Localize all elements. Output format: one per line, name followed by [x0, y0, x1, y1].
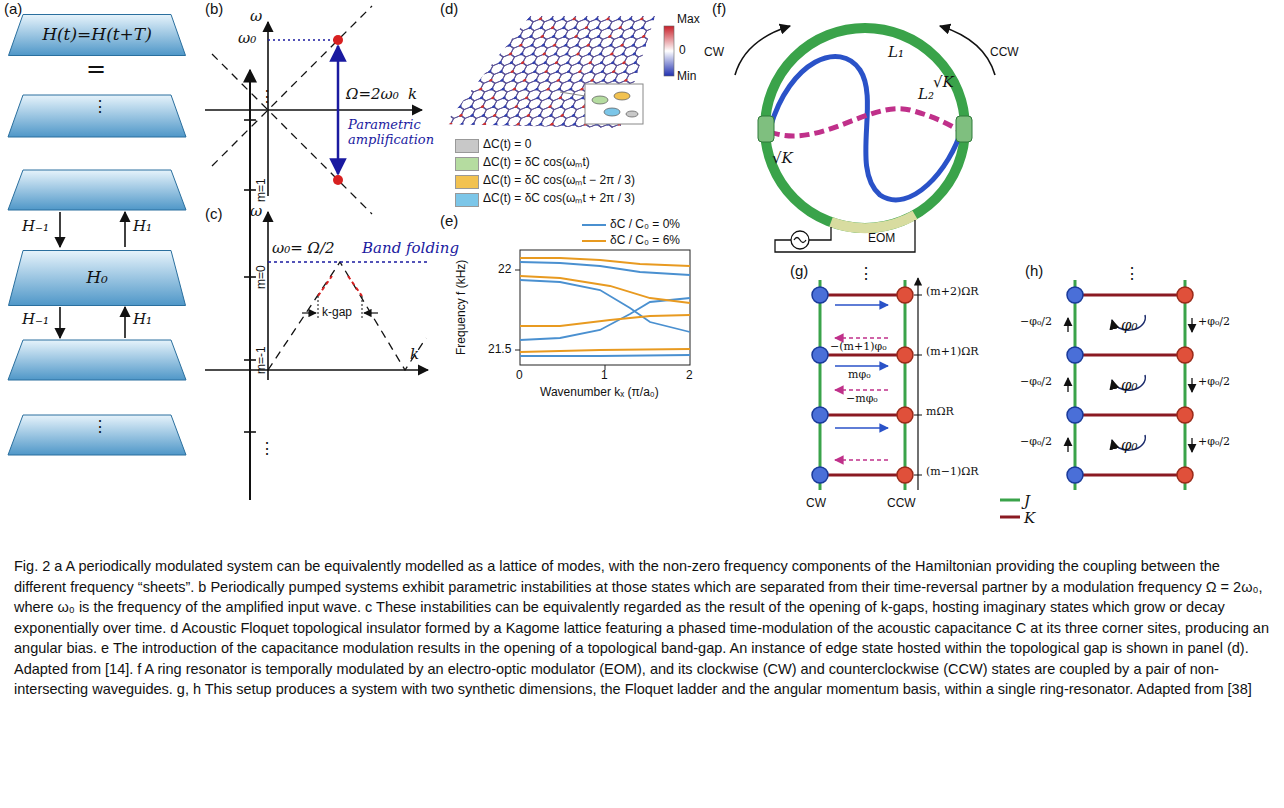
label-text: m=1	[255, 178, 269, 202]
label-text: ⋮	[92, 418, 108, 436]
panel-letter: (e)	[440, 212, 458, 229]
label-text: CCW	[990, 46, 1019, 60]
label-text: EOM	[868, 232, 895, 246]
label-text: +φ₀/2	[1198, 376, 1230, 389]
label-text: H₁	[133, 311, 152, 328]
label-text: mΩR	[926, 406, 954, 419]
legend-swatch	[455, 139, 479, 153]
label-text: Band folding	[362, 240, 459, 257]
node-text: H₀	[86, 268, 108, 288]
label-text: CW	[806, 497, 826, 511]
label-text: √K	[772, 150, 793, 167]
legend-text: δC / C₀ = 0%	[610, 218, 680, 232]
label-text: −mφ₀	[846, 393, 878, 406]
sheet-box: H₀	[8, 250, 186, 306]
label-text: 0	[679, 44, 686, 58]
label-text: ω₀= Ω/2	[272, 240, 335, 257]
label-text: H₁	[133, 218, 152, 235]
label-text: k	[410, 346, 419, 363]
label-text: Min	[677, 70, 696, 84]
legend-swatch	[455, 193, 479, 207]
panel-letter: (g)	[790, 262, 808, 279]
legend-text: J	[1024, 493, 1030, 510]
legend-text: ΔC(t) = 0	[483, 138, 531, 152]
legend-text: ΔC(t) = δC cos(ωₘt − 2π / 3)	[483, 174, 635, 188]
trapezoid-box: H(t)=H(t+T)	[8, 14, 186, 56]
panel-letter: (f)	[712, 0, 726, 17]
label-text: (m−1)ΩR	[926, 466, 979, 479]
label-text: ⋮	[1124, 265, 1140, 283]
figure-caption: Fig. 2 a A periodically modulated system…	[14, 556, 1270, 700]
label-text: 21.5	[488, 343, 511, 357]
label-text: (m+1)ΩR	[926, 346, 979, 359]
label-text: ⋮	[259, 88, 275, 106]
legend-text: δC / C₀ = 6%	[610, 234, 680, 248]
panel-letter: (a)	[4, 0, 22, 17]
label-text: φ₀	[1121, 377, 1138, 394]
label-text: Parametric amplification	[348, 118, 432, 148]
label-text: CW	[704, 46, 724, 60]
label-text: mφ₀	[848, 369, 871, 382]
label-text: −φ₀/2	[1020, 376, 1052, 389]
label-text: Max	[677, 13, 700, 27]
label-text: L₁	[888, 44, 904, 61]
legend-text: ΔC(t) = δC cos(ωₘt)	[483, 156, 590, 170]
label-text: ω	[250, 8, 262, 25]
legend-text: ΔC(t) = δC cos(ωₘt + 2π / 3)	[483, 192, 635, 206]
panel-letter: (d)	[440, 0, 458, 17]
label-text: ω	[250, 203, 262, 220]
panel-letter: (c)	[205, 205, 223, 222]
legend-swatch	[455, 157, 479, 171]
label-text: =	[86, 56, 106, 84]
label-text: 0	[516, 369, 523, 383]
label-text: H₋₁	[22, 311, 49, 328]
legend-text: K	[1024, 510, 1035, 527]
label-text: m=-1	[255, 346, 269, 374]
label-text: −φ₀/2	[1020, 436, 1052, 449]
label-text: m=0	[255, 265, 269, 289]
label-text: CCW	[887, 497, 916, 511]
label-text: φ₀	[1121, 437, 1138, 454]
node-text: H(t)=H(t+T)	[42, 25, 152, 45]
label-text: −(m+1)φ₀	[830, 341, 887, 354]
label-text: ⋮	[92, 98, 108, 116]
label-text: 2	[686, 369, 693, 383]
label-text: k-gap	[322, 306, 352, 320]
label-text: k	[408, 86, 417, 103]
label-text: 22	[498, 263, 511, 277]
label-text: φ₀	[1121, 317, 1138, 334]
legend-swatch	[455, 175, 479, 189]
label-text: 1	[601, 369, 608, 383]
label-text: (m+2)ΩR	[926, 286, 979, 299]
label-text: +φ₀/2	[1198, 316, 1230, 329]
label-text: Frequency f (kHz)	[455, 259, 469, 354]
label-text: −φ₀/2	[1020, 316, 1052, 329]
label-text: ω₀	[238, 30, 256, 47]
label-text: ⋮	[858, 265, 874, 283]
label-text: ⋮	[259, 440, 275, 458]
label-text: L₂	[918, 86, 934, 103]
panel-letter: (h)	[1025, 262, 1043, 279]
panel-letter: (b)	[205, 0, 223, 17]
label-text: H₋₁	[22, 218, 49, 235]
label-text: Wavenumber kₓ (π/a₀)	[540, 386, 659, 400]
label-text: +φ₀/2	[1198, 436, 1230, 449]
label-text: Ω=2ω₀	[346, 86, 399, 103]
label-text: √K	[933, 74, 954, 91]
